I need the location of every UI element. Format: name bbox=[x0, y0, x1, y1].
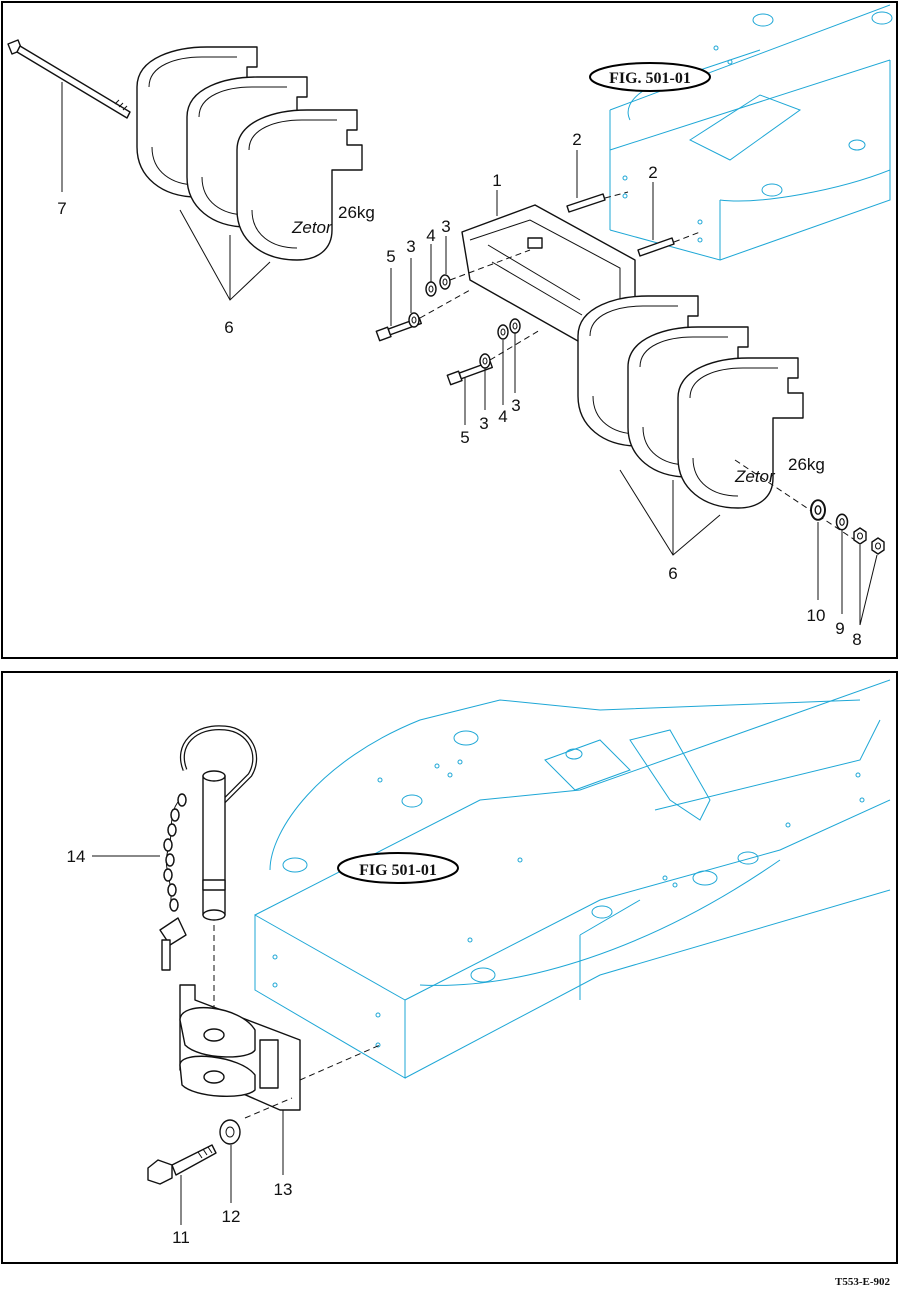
brand-mark-right: Zetor bbox=[734, 467, 776, 486]
weight-stack-right: Zetor 26kg bbox=[577, 295, 856, 556]
tie-rod bbox=[7, 39, 131, 192]
tractor-frame-bottom bbox=[254, 679, 891, 1079]
bottom-panel-border bbox=[1, 671, 898, 1264]
weight-stack-top-left: Zetor 26kg bbox=[136, 46, 375, 301]
figure-reference-bottom-text: FIG 501-01 bbox=[359, 862, 437, 879]
weight-marking-top: 26kg bbox=[338, 203, 375, 222]
callout-4a: 4 bbox=[426, 226, 435, 245]
linch-pin-assembly bbox=[92, 725, 258, 1025]
callout-4b: 4 bbox=[498, 407, 507, 426]
callouts-bottom: 11 12 13 14 bbox=[67, 847, 293, 1247]
figure-reference-bottom[interactable]: FIG 501-01 bbox=[337, 852, 459, 884]
callout-2a: 2 bbox=[572, 130, 581, 149]
document-code: T553-E-902 bbox=[835, 1276, 891, 1288]
callout-12: 12 bbox=[222, 1207, 241, 1226]
callout-11: 11 bbox=[172, 1228, 190, 1247]
callouts-top: 1 2 2 3 3 4 5 5 3 4 3 6 6 7 8 9 10 bbox=[57, 130, 861, 649]
brand-mark-top: Zetor bbox=[291, 218, 333, 237]
callout-6a: 6 bbox=[224, 318, 233, 337]
callout-8: 8 bbox=[852, 630, 861, 649]
drawbar-bracket bbox=[179, 984, 381, 1175]
callout-7: 7 bbox=[57, 199, 66, 218]
callout-3c: 3 bbox=[479, 414, 488, 433]
fasteners-right bbox=[810, 499, 885, 626]
callout-3a: 3 bbox=[441, 217, 450, 236]
callout-2b: 2 bbox=[648, 163, 657, 182]
callout-1: 1 bbox=[492, 171, 501, 190]
callout-5b: 5 bbox=[460, 428, 469, 447]
callout-3b: 3 bbox=[406, 237, 415, 256]
callout-14: 14 bbox=[67, 847, 86, 866]
callout-3d: 3 bbox=[511, 396, 520, 415]
fasteners-upper-left bbox=[375, 236, 541, 425]
callout-6b: 6 bbox=[668, 564, 677, 583]
top-panel-border bbox=[1, 1, 898, 659]
studs bbox=[566, 150, 701, 257]
figure-reference-top[interactable]: FIG. 501-01 bbox=[589, 62, 711, 92]
callout-9: 9 bbox=[835, 619, 844, 638]
callout-13: 13 bbox=[274, 1180, 293, 1199]
figure-reference-top-text: FIG. 501-01 bbox=[609, 70, 691, 87]
callout-5a: 5 bbox=[386, 247, 395, 266]
weight-marking-right: 26kg bbox=[788, 455, 825, 474]
tractor-frame-top bbox=[609, 4, 893, 261]
bolt-and-washer-bottom bbox=[147, 1119, 241, 1225]
callout-10: 10 bbox=[807, 606, 826, 625]
